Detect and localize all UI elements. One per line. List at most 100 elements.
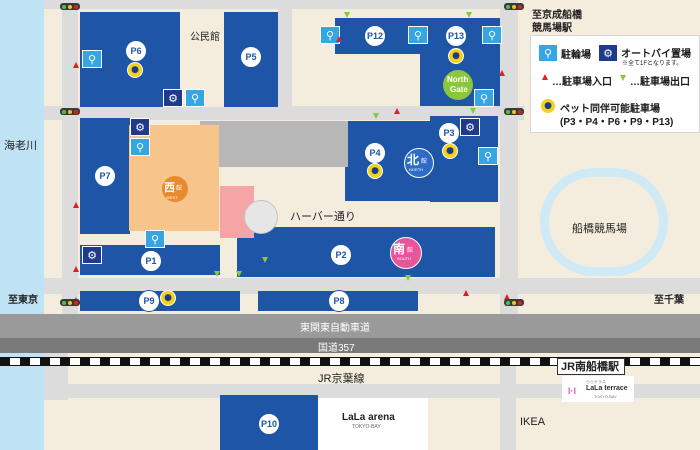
legend-exit: …駐車場出口 xyxy=(630,77,690,88)
lalaterrace-sub: TOKYO-BAY xyxy=(594,394,617,399)
traffic-signal-icon xyxy=(60,299,80,306)
bicycle-icon: ⚲ xyxy=(478,147,498,165)
jr-railway xyxy=(0,357,700,366)
exit-marker xyxy=(373,113,379,119)
traffic-signal-icon xyxy=(504,108,524,115)
legend-motorcycle-note: ※全て1Fとなります。 xyxy=(622,61,683,67)
north-building-english: NORTH xyxy=(409,167,424,172)
lot-label-p3: P3 xyxy=(438,122,460,144)
legend-pet: ペット同伴可能駐車場 xyxy=(560,104,660,115)
lalaterrace-logo xyxy=(562,376,634,402)
lot-label-p8: P8 xyxy=(328,290,350,312)
jr-keiyo-line-label: JR京葉線 xyxy=(318,373,365,385)
bicycle-icon: ⚲ xyxy=(538,44,558,62)
exit-marker xyxy=(470,108,476,114)
route357-label: 国道357 xyxy=(318,343,355,354)
paw-icon: ● xyxy=(540,98,556,114)
bicycle-icon: ⚲ xyxy=(145,230,165,248)
paw-icon: ● xyxy=(127,62,143,78)
traffic-signal-icon xyxy=(504,299,524,306)
entry-marker xyxy=(336,36,342,42)
motorcycle-icon: ⚙ xyxy=(460,118,480,136)
ikea-label: IKEA xyxy=(520,416,546,428)
lalaterrace-name: LaLa terrace xyxy=(586,385,628,392)
west-building-english: WEST xyxy=(166,195,178,200)
paw-icon: ● xyxy=(160,290,176,306)
legend-pet-lots: (P3・P4・P6・P9・P13) xyxy=(560,117,674,128)
central-building xyxy=(200,121,348,167)
bicycle-icon: ⚲ xyxy=(320,26,340,44)
road-between-p5-p12 xyxy=(278,0,292,120)
exit-marker xyxy=(405,275,411,281)
entry-marker xyxy=(499,70,505,76)
legend-motorcycle: オートバイ置場 xyxy=(621,49,691,60)
expressway-label: 東関東自動車道 xyxy=(300,323,370,334)
ebi-river xyxy=(0,0,44,450)
jr-station-box xyxy=(557,358,625,375)
bicycle-icon: ⚲ xyxy=(408,26,428,44)
to-chiba-label: 至千葉 xyxy=(654,295,684,306)
paw-icon: ● xyxy=(448,48,464,64)
lot-label-p6: P6 xyxy=(125,40,147,62)
racecourse-track xyxy=(540,168,668,276)
road-bottom-vertical xyxy=(500,360,516,450)
community-hall-label: 公民館 xyxy=(190,32,220,43)
south-building-badge xyxy=(390,237,422,269)
bicycle-icon: ⚲ xyxy=(185,89,205,107)
legend-bicycle: 駐輪場 xyxy=(561,50,591,61)
entry-marker xyxy=(504,294,510,300)
green-triangle-icon xyxy=(620,75,626,81)
traffic-signal-icon xyxy=(504,3,524,10)
traffic-signal-icon xyxy=(60,3,80,10)
keisei-station-line2: 競馬場駅 xyxy=(532,23,572,34)
lala-arena-sub: TOKYO-BAY xyxy=(352,424,381,430)
road-bottom-horizontal xyxy=(68,384,700,398)
exit-marker xyxy=(214,271,220,277)
exit-marker xyxy=(236,271,242,277)
south-building-suffix: 館 xyxy=(407,248,414,254)
traffic-signal-icon xyxy=(60,108,80,115)
north-building-suffix: 館 xyxy=(421,159,428,165)
west-building-name: 西 xyxy=(164,182,175,194)
west-building-suffix: 館 xyxy=(176,186,183,192)
red-triangle-icon xyxy=(542,74,548,80)
entry-marker xyxy=(73,62,79,68)
entry-marker xyxy=(394,108,400,114)
to-tokyo-label: 至東京 xyxy=(8,295,38,306)
lala-arena-name: LaLa arena xyxy=(342,412,395,423)
road-vertical-right xyxy=(500,0,518,315)
lalaterrace-mark-icon: l·l xyxy=(568,386,576,396)
lot-label-p10: P10 xyxy=(258,413,280,435)
keisei-station-line1: 至京成船橋 xyxy=(532,10,582,21)
lot-label-p7: P7 xyxy=(94,165,116,187)
entry-marker xyxy=(73,266,79,272)
harbor-street-label: ハーバー通り xyxy=(290,211,356,223)
exit-marker xyxy=(466,12,472,18)
entry-marker xyxy=(463,290,469,296)
motorcycle-icon: ⚙ xyxy=(598,44,618,62)
bicycle-icon: ⚲ xyxy=(82,50,102,68)
exit-marker xyxy=(344,12,350,18)
ebi-river-label: 海老川 xyxy=(4,140,37,152)
south-building-english: SOUTH xyxy=(397,256,411,261)
racecourse-label: 船橋競馬場 xyxy=(572,223,627,235)
road-lower-horizontal xyxy=(44,278,700,294)
road-vertical-left xyxy=(62,0,78,315)
motorcycle-icon: ⚙ xyxy=(163,89,183,107)
north-gate-badge xyxy=(443,70,473,100)
parking-lot-p2[interactable] xyxy=(237,227,495,277)
lalaterrace-small: ららテラス xyxy=(586,379,606,384)
north-building-badge xyxy=(404,148,434,178)
south-building-name: 南 xyxy=(393,242,406,256)
legend-entry: …駐車場入口 xyxy=(552,77,612,88)
entry-marker xyxy=(73,202,79,208)
harbor-plaza xyxy=(244,200,278,234)
route357-band xyxy=(0,338,700,353)
motorcycle-icon: ⚙ xyxy=(82,246,102,264)
exit-marker xyxy=(262,257,268,263)
motorcycle-icon: ⚙ xyxy=(130,118,150,136)
lot-label-p12: P12 xyxy=(364,25,386,47)
lot-label-p1: P1 xyxy=(140,250,162,272)
bicycle-icon: ⚲ xyxy=(474,89,494,107)
